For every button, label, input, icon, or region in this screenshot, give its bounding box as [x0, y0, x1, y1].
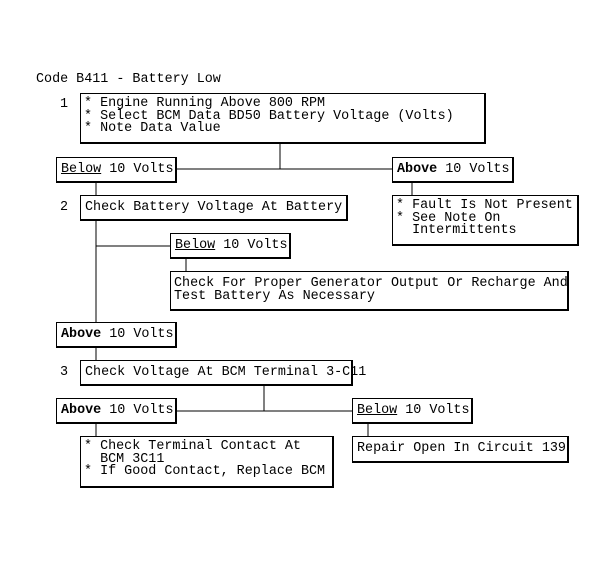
- result-line: * See Note On: [396, 210, 501, 226]
- branch-word: Below: [175, 238, 216, 253]
- step-number: 3: [60, 365, 69, 380]
- fault-not-present-box: * Fault Is Not Present * See Note On Int…: [392, 195, 579, 246]
- result-line: Test Battery As Necessary: [174, 288, 375, 304]
- branch-above-box: Above 10 Volts: [56, 398, 177, 424]
- branch-below-box: Below 10 Volts: [352, 398, 473, 424]
- branch-word: Above: [61, 327, 102, 342]
- result-line: BCM 3C11: [84, 451, 165, 467]
- step-number: 2: [60, 200, 69, 215]
- step-line: * Select BCM Data BD50 Battery Voltage (…: [84, 108, 454, 124]
- branch-above-box: Above 10 Volts: [392, 157, 514, 183]
- branch-value: 10 Volts: [437, 162, 510, 177]
- branch-value: 10 Volts: [215, 238, 288, 253]
- branch-value: 10 Volts: [397, 403, 470, 418]
- result-line: Check For Proper Generator Output Or Rec…: [174, 276, 568, 291]
- branch-above-box: Above 10 Volts: [56, 322, 177, 348]
- branch-below-box: Below 10 Volts: [170, 233, 291, 259]
- result-line: Intermittents: [396, 223, 517, 238]
- step-1-box: * Engine Running Above 800 RPM * Select …: [80, 93, 486, 144]
- branch-word: Below: [61, 162, 102, 177]
- terminal-check-box: * Check Terminal Contact At BCM 3C11 * I…: [80, 436, 334, 488]
- step-2-box: Check Battery Voltage At Battery: [80, 195, 348, 221]
- step-line: * Note Data Value: [84, 121, 221, 136]
- branch-word: Above: [397, 162, 438, 177]
- branch-value: 10 Volts: [101, 403, 174, 418]
- diagram-title: Code B411 - Battery Low: [36, 72, 221, 87]
- branch-value: 10 Volts: [101, 162, 174, 177]
- branch-value: 10 Volts: [101, 327, 174, 342]
- result-line: * Fault Is Not Present: [396, 198, 573, 213]
- result-line: * If Good Contact, Replace BCM: [84, 464, 326, 479]
- step-number: 1: [60, 97, 69, 112]
- result-line: * Check Terminal Contact At: [84, 439, 301, 454]
- branch-below-box: Below 10 Volts: [56, 157, 177, 183]
- branch-word: Below: [357, 403, 398, 418]
- generator-check-box: Check For Proper Generator Output Or Rec…: [170, 271, 569, 311]
- repair-box: Repair Open In Circuit 139: [352, 436, 569, 463]
- branch-word: Above: [61, 403, 102, 418]
- step-3-box: Check Voltage At BCM Terminal 3-C11: [80, 360, 366, 386]
- step-line: * Engine Running Above 800 RPM: [84, 96, 326, 111]
